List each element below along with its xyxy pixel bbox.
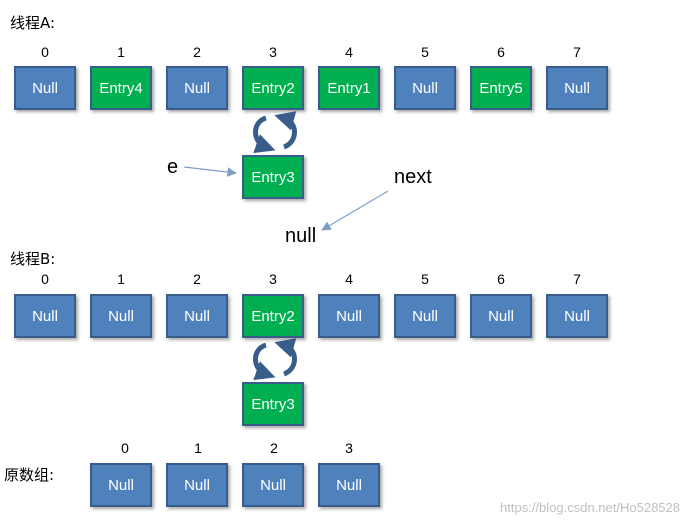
thread-a-bucket: Entry1 — [318, 66, 380, 110]
thread-a-bucket: Null — [546, 66, 608, 110]
thread-a-index: 0 — [41, 44, 49, 60]
thread-b-index: 0 — [41, 271, 49, 287]
thread-b-bucket: Entry2 — [242, 294, 304, 338]
original-index: 3 — [345, 440, 353, 456]
thread-a-bucket: Null — [166, 66, 228, 110]
thread-b-index: 4 — [345, 271, 353, 287]
thread-a-index: 2 — [193, 44, 201, 60]
thread-b-bucket: Null — [546, 294, 608, 338]
thread-a-index: 7 — [573, 44, 581, 60]
watermark: https://blog.csdn.net/Ho528528 — [500, 500, 680, 515]
pointer-e-label: e — [167, 156, 179, 178]
thread-a-index: 6 — [497, 44, 505, 60]
thread-b-index: 5 — [421, 271, 429, 287]
original-index: 2 — [270, 440, 278, 456]
thread-a-index: 3 — [269, 44, 277, 60]
null-label: null — [285, 225, 317, 247]
thread-b-bucket: Null — [90, 294, 152, 338]
thread-b-index: 2 — [193, 271, 201, 287]
thread-a-index: 4 — [345, 44, 353, 60]
thread-a-index: 1 — [117, 44, 125, 60]
thread-a-bucket: Null — [394, 66, 456, 110]
thread-a-bucket: Entry4 — [90, 66, 152, 110]
cycle-arrows-icon — [253, 111, 297, 154]
thread-b-bucket: Null — [14, 294, 76, 338]
thread-b-index: 3 — [269, 271, 277, 287]
thread-b-bucket: Null — [166, 294, 228, 338]
thread-b-title: 线程B: — [10, 250, 56, 268]
thread-a-index: 5 — [421, 44, 429, 60]
original-array-title: 原数组: — [4, 466, 55, 484]
original-index: 0 — [121, 440, 129, 456]
thread-a-bucket: Entry5 — [470, 66, 532, 110]
pointer-next-arrow — [321, 190, 389, 231]
thread-a-bucket: Null — [14, 66, 76, 110]
thread-b-index: 6 — [497, 271, 505, 287]
thread-b-bucket: Null — [470, 294, 532, 338]
thread-b-index: 1 — [117, 271, 125, 287]
thread-a-bucket: Entry2 — [242, 66, 304, 110]
thread-b-bucket: Null — [394, 294, 456, 338]
original-bucket: Null — [166, 463, 228, 507]
thread-b-bucket: Null — [318, 294, 380, 338]
pointer-e-arrow — [183, 166, 237, 177]
original-index: 1 — [194, 440, 202, 456]
original-bucket: Null — [318, 463, 380, 507]
pointer-next-label: next — [394, 166, 432, 188]
original-bucket: Null — [242, 463, 304, 507]
thread-b-chain-entry: Entry3 — [242, 382, 304, 426]
thread-a-title: 线程A: — [10, 14, 56, 32]
original-bucket: Null — [90, 463, 152, 507]
thread-a-chain-entry: Entry3 — [242, 155, 304, 199]
thread-b-index: 7 — [573, 271, 581, 287]
cycle-arrows-icon — [253, 338, 297, 381]
